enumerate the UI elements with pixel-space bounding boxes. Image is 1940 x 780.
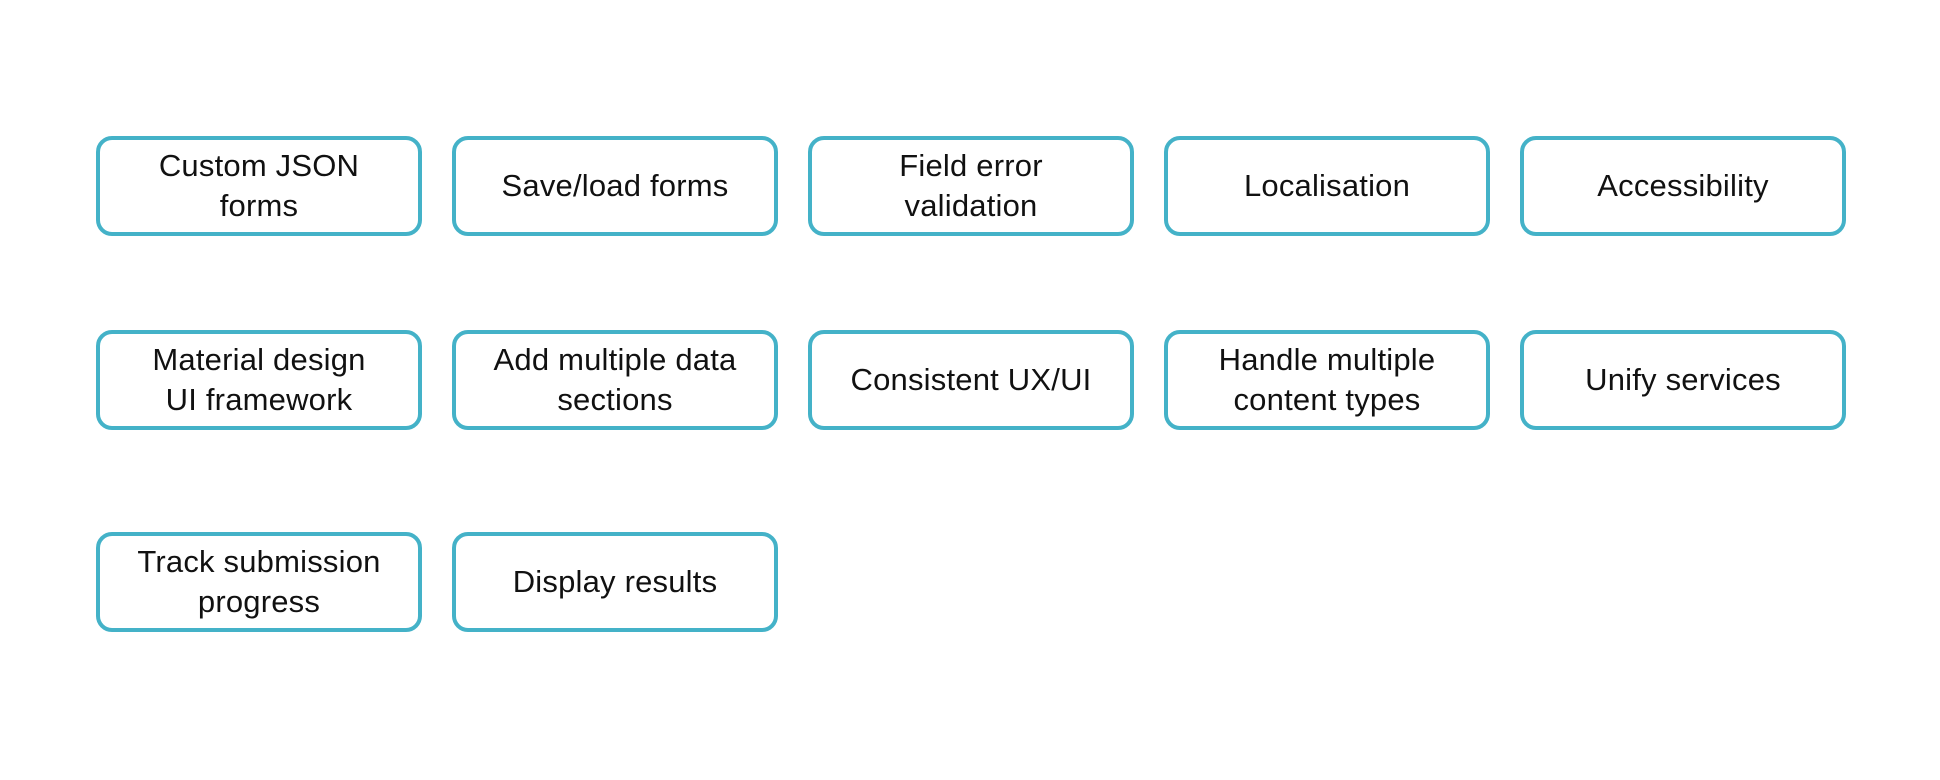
card-label: Consistent UX/UI	[850, 361, 1092, 397]
card-display-results[interactable]: Display results	[452, 532, 778, 632]
card-label: Track submission progress	[137, 543, 381, 619]
card-field-error-validation[interactable]: Field error validation	[808, 136, 1134, 236]
card-unify-services[interactable]: Unify services	[1520, 330, 1846, 430]
card-label: Field error validation	[899, 147, 1043, 223]
card-localisation[interactable]: Localisation	[1164, 136, 1490, 236]
card-label: Material design UI framework	[152, 341, 366, 417]
card-track-submission-progress[interactable]: Track submission progress	[96, 532, 422, 632]
card-row-2: Material design UI framework Add multipl…	[96, 330, 1940, 430]
card-save-load-forms[interactable]: Save/load forms	[452, 136, 778, 236]
card-label: Display results	[512, 563, 718, 599]
card-label: Custom JSON forms	[158, 147, 360, 223]
card-material-design-ui-framework[interactable]: Material design UI framework	[96, 330, 422, 430]
card-consistent-ux-ui[interactable]: Consistent UX/UI	[808, 330, 1134, 430]
card-label: Localisation	[1243, 167, 1411, 203]
card-label: Unify services	[1585, 361, 1781, 397]
card-label: Save/load forms	[501, 167, 729, 203]
card-label: Handle multiple content types	[1218, 341, 1436, 417]
card-label: Add multiple data sections	[493, 341, 737, 417]
card-row-3: Track submission progress Display result…	[96, 532, 1940, 632]
card-handle-multiple-content-types[interactable]: Handle multiple content types	[1164, 330, 1490, 430]
card-accessibility[interactable]: Accessibility	[1520, 136, 1846, 236]
card-custom-json-forms[interactable]: Custom JSON forms	[96, 136, 422, 236]
card-label: Accessibility	[1597, 167, 1769, 203]
card-add-multiple-data-sections[interactable]: Add multiple data sections	[452, 330, 778, 430]
card-row-1: Custom JSON forms Save/load forms Field …	[96, 136, 1940, 236]
